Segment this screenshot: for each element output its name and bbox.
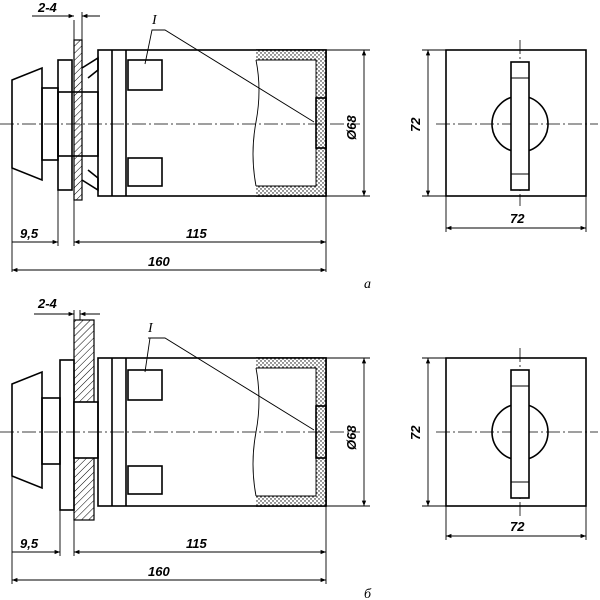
dim-side-width-a: 72 [510,211,525,226]
dim-body-a: 115 [186,226,207,241]
view-b: I 2-4 Ø68 9,5 115 160 72 [0,296,598,600]
dim-side-height-a: 72 [408,117,423,132]
callout-label-b: I [147,321,154,336]
dim-gap-b: 2-4 [37,296,58,311]
dim-overall-b: 160 [148,564,170,579]
view-caption-b: б [364,587,372,600]
dim-diameter-b: Ø68 [344,425,359,450]
dim-side-width-b: 72 [510,519,525,534]
dim-diameter-a: Ø68 [344,115,359,140]
dim-overall-a: 160 [148,254,170,269]
dim-gap-a: 2-4 [37,0,58,15]
dim-side-height-b: 72 [408,425,423,440]
dim-flange-b: 9,5 [20,536,39,551]
view-a: I 2-4 Ø68 9,5 115 160 72 [0,0,598,292]
dim-flange-a: 9,5 [20,226,39,241]
view-caption-a: a [364,277,371,292]
dim-body-b: 115 [186,536,207,551]
callout-label-a: I [151,13,158,28]
